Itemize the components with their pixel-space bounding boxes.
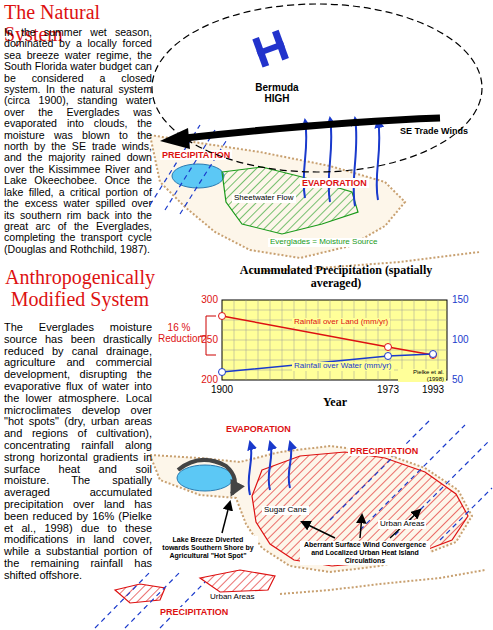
axis-title: Year [310,396,360,409]
precipitation-chart [200,300,447,380]
drawing-stroke [385,353,392,360]
drawing-stroke [160,582,205,628]
axis-tick: 150 [452,294,482,305]
process-label: EVAPORATION [226,424,306,434]
drawing-stroke [440,488,492,540]
axis-tick: 100 [452,334,482,345]
drawing-stroke [289,442,292,488]
drawing-stroke [222,300,447,380]
axis-tick: 50 [452,374,482,385]
drawing-stroke [354,118,357,206]
drawing-stroke [249,442,252,495]
series-label: Rainfall over Water (mm/yr) [292,362,394,371]
drawing-stroke [95,420,492,628]
drawing-stroke [360,515,362,538]
drawing-stroke [172,164,224,188]
drawing-stroke [222,350,447,351]
bracket-label: 16 % Reduction [158,322,200,344]
process-label: PRECIPITATION [348,446,420,456]
drawing-stroke [150,446,472,572]
drawing-stroke [222,316,433,355]
ellipse-outline [150,2,484,174]
axis-tick: 1973 [368,384,408,395]
drawing-stroke [430,352,437,359]
drawing-stroke [222,300,447,380]
drawing-stroke [304,118,380,206]
callout-text: Aberrant Surface Wind Convergence and Lo… [300,541,430,565]
axis-tick: 300 [190,294,218,305]
axis-tick: 1900 [202,384,242,395]
drawing-stroke [430,351,437,358]
drawing-stroke [150,135,405,258]
natural-map [150,30,480,272]
ellipse-outline [152,4,482,172]
drawing-stroke [302,522,335,538]
drawing-stroke [219,313,437,376]
process-label: PRECIPITATION [160,150,232,160]
drawing-stroke [256,41,284,56]
drawing-stroke [330,420,430,520]
drawing-stroke [222,360,447,361]
drawing-stroke [252,452,468,566]
drawing-stroke [177,465,233,491]
drawing-stroke [377,120,380,200]
drawing-stroke [222,502,230,533]
drawing-stroke [125,572,180,628]
axis-tick: 1993 [413,384,453,395]
drawing-stroke [200,570,275,592]
region-label: Sugar Cane [262,506,309,515]
region-label: Urban Areas [378,520,426,529]
axis-tick: 250 [190,334,218,345]
section-heading: Anthropogenically Modified System [4,266,156,311]
body-text: The Everglades moisture source has been … [4,322,152,582]
chart-title: Acummulated Precipitation (spatially ave… [236,264,436,291]
drawing-stroke [222,310,447,311]
modified-map [95,420,492,628]
body-text: In the summer wet season, dominated by a… [4,27,152,255]
process-label: EVAPORATION [300,178,369,188]
drawing-stroke [249,442,292,495]
drawing-stroke [219,313,226,320]
source-note: Pielke et al. (1998) [398,369,446,382]
drawing-stroke [160,128,190,149]
process-label: PRECIPITATION [158,607,230,617]
series-label: Rainfall over Land (mm/yr) [292,318,390,327]
axis-tick: 200 [190,374,218,385]
region-label: Urban Areas [208,593,256,602]
region-label: Everglades = Moisture Source [268,238,379,247]
drawing-stroke [178,460,235,494]
drawing-stroke [95,572,150,628]
high-pressure-icon [252,30,289,68]
pressure-label: Bermuda HIGH [242,82,312,104]
drawing-stroke [269,442,272,490]
drawing-stroke [222,340,447,341]
drawing-stroke [222,330,447,331]
drawing-stroke [360,425,465,530]
drawing-stroke [329,118,332,202]
drawing-stroke [219,369,226,376]
flow-label: Sheetwater Flow [232,194,296,203]
pressure-ellipse: Bermuda HIGH [150,2,484,174]
drawing-stroke [385,344,392,351]
drawing-stroke [280,570,485,594]
callout-text: Lake Breeze Diverted towards Southern Sh… [158,536,258,560]
